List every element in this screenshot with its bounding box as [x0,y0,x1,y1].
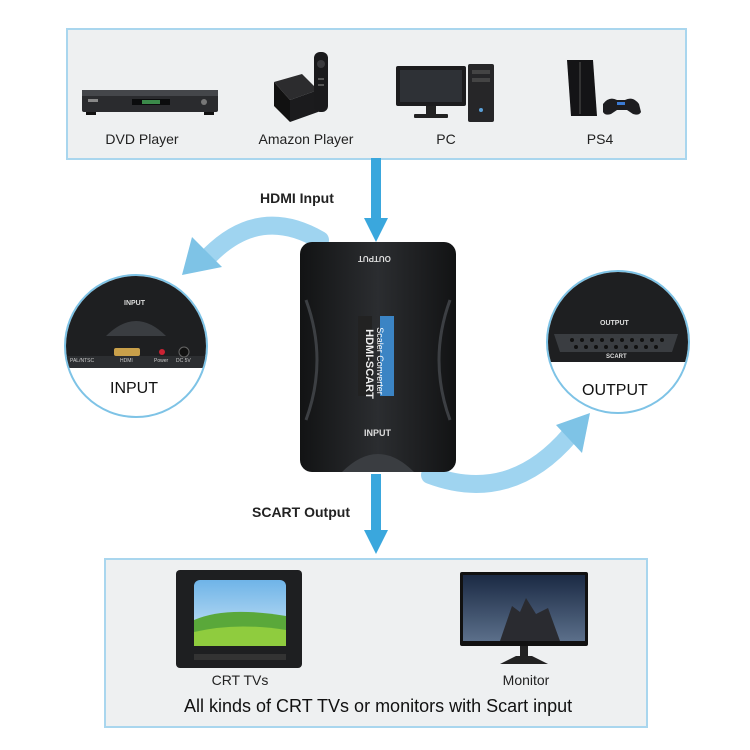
hdmi-input-label: HDMI Input [260,190,334,206]
input-zoom-port-label: INPUT [124,300,145,307]
display-label-crt: CRT TVs [211,672,269,688]
converter-device [300,242,456,472]
output-zoom-scart-label: SCART [606,354,627,360]
source-label-pc: PC [436,131,456,147]
device-subtitle: Scaler Converter [374,327,385,395]
input-zoom-switch-label: PAL/NTSC [70,358,95,364]
display-label-monitor: Monitor [502,672,550,688]
scart-output-label: SCART Output [252,504,350,520]
pc-icon [396,64,494,122]
monitor-icon [460,572,588,664]
input-zoom-power-label: Power [154,358,169,364]
crt-tv-icon [176,570,302,668]
curved-arrow-left [182,216,329,275]
ps4-icon [567,60,641,116]
amazon-player-icon [274,52,328,122]
device-brand: HDMI-SCART [362,329,375,399]
input-zoom-hdmi-label: HDMI [120,358,133,364]
source-label-ps4: PS4 [586,131,614,147]
input-zoom-circle: INPUT PAL/NTSC HDMI Power DC 5V [64,274,208,418]
output-zoom-port-label: OUTPUT [600,320,629,327]
input-zoom-caption: INPUT [110,380,158,397]
curved-arrow-right [421,413,590,493]
device-input-label: INPUT [364,428,391,438]
bottom-caption: All kinds of CRT TVs or monitors with Sc… [184,696,573,716]
output-zoom-circle: OUTPUT SCART [546,270,690,414]
source-label-dvd: DVD Player [105,131,179,147]
source-label-amazon: Amazon Player [258,131,354,147]
device-output-label: OUTPUT [358,254,391,263]
dvd-player-icon [82,90,218,115]
scart-output-arrow [364,474,388,554]
hdmi-input-arrow [364,158,388,242]
input-zoom-dc-label: DC 5V [176,358,191,364]
output-zoom-caption: OUTPUT [582,382,648,399]
